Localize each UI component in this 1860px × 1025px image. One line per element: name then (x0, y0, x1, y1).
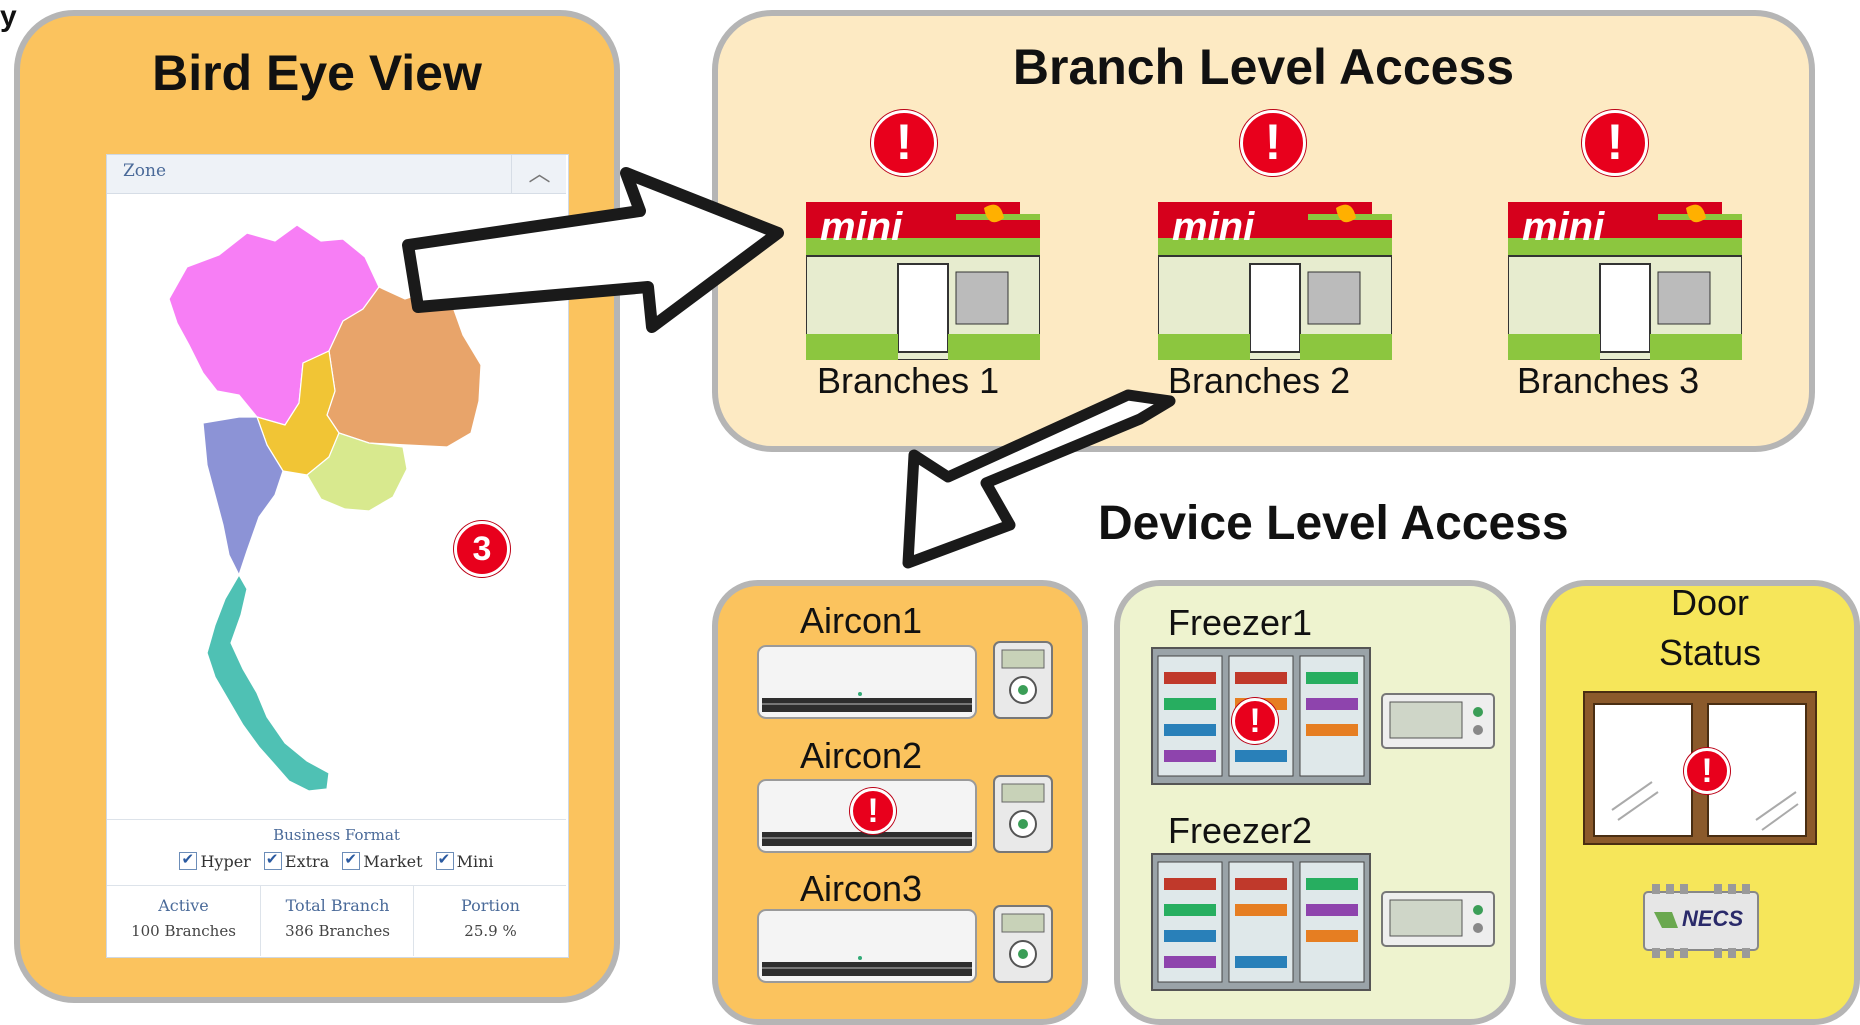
zone-label: Zone (123, 161, 167, 181)
zone-map-widget: Zone ︿ 3 Business Format Hyper Extra Mar… (106, 154, 569, 958)
thailand-zone-map (168, 224, 482, 792)
format-checkbox-market[interactable]: Market (342, 850, 423, 871)
store-front-icon (1157, 202, 1393, 361)
branch-stats-section: Active 100 Branches Total Branch 386 Bra… (107, 885, 566, 956)
store-sign-text: mini (1172, 205, 1255, 249)
zone-west (202, 416, 284, 577)
aircon-3-label: Aircon3 (800, 868, 923, 909)
aircon-3-remote-icon[interactable] (992, 904, 1054, 984)
stat-total-branch: Total Branch 386 Branches (260, 886, 414, 956)
stat-label: Active (158, 896, 209, 915)
aircon-1-unit-icon[interactable] (756, 642, 978, 724)
branch-store-2[interactable] (1157, 184, 1393, 365)
freezer-1-alert-icon[interactable]: ! (1232, 698, 1278, 744)
bird-eye-view-panel: Bird Eye View Zone ︿ 3 Business Format H… (14, 10, 620, 1003)
stat-value: 386 Branches (285, 922, 390, 940)
necs-brand-text: NECS (1682, 906, 1744, 931)
checkbox-checked-icon[interactable] (435, 850, 454, 870)
aircon-3-unit-icon[interactable] (756, 906, 978, 988)
store-sign-text: mini (1522, 205, 1605, 249)
aircon-1-label: Aircon1 (800, 600, 923, 641)
format-label: Extra (284, 852, 330, 871)
arrow-zone-to-branch-icon (402, 167, 784, 333)
door-label-line2: Status (1658, 632, 1762, 673)
branch-store-1[interactable] (805, 184, 1041, 365)
business-format-section: Business Format Hyper Extra Market Mini (107, 819, 566, 884)
business-format-title: Business Format (273, 826, 400, 844)
freezer-2-label: Freezer2 (1168, 810, 1313, 851)
necs-controller-icon[interactable] (1642, 882, 1760, 960)
freezer-1-controller-icon[interactable] (1380, 692, 1496, 750)
stat-label: Total Branch (285, 896, 390, 915)
arrow-branch-to-device-icon (902, 389, 1176, 569)
branch-2-alert-icon[interactable]: ! (1240, 110, 1306, 176)
door-label-line1: Door (1670, 582, 1750, 623)
freezer-2-unit-icon[interactable] (1150, 852, 1372, 992)
collapse-chevron-up-icon[interactable]: ︿ (511, 155, 567, 193)
zone-south (206, 573, 330, 792)
store-front-icon (805, 202, 1041, 361)
zone-east (306, 432, 408, 512)
stat-value: 100 Branches (131, 922, 236, 940)
zone-header: Zone ︿ (107, 155, 566, 194)
store-sign-text: mini (820, 205, 903, 249)
stat-label: Portion (461, 896, 520, 915)
cut-off-letter: y (0, 0, 17, 33)
freezer-1-label: Freezer1 (1168, 602, 1313, 643)
format-label: Hyper (200, 852, 251, 871)
branch-3-label: Branches 3 (1517, 360, 1700, 401)
business-format-options: Hyper Extra Market Mini (107, 850, 566, 871)
door-alert-icon[interactable]: ! (1684, 748, 1730, 794)
store-front-icon (1507, 202, 1743, 361)
device-level-access-title: Device Level Access (1098, 497, 1569, 550)
format-label: Mini (456, 852, 494, 871)
branch-store-3[interactable] (1507, 184, 1743, 365)
aircon-1-remote-icon[interactable] (992, 640, 1054, 720)
stat-value: 25.9 % (464, 922, 517, 940)
format-checkbox-extra[interactable]: Extra (263, 850, 330, 871)
checkbox-checked-icon[interactable] (342, 850, 361, 870)
freezer-2-controller-icon[interactable] (1380, 890, 1496, 948)
bird-eye-view-title: Bird Eye View (152, 45, 482, 101)
aircon-2-label: Aircon2 (800, 735, 923, 776)
aircon-2-remote-icon[interactable] (992, 774, 1054, 854)
branch-1-alert-icon[interactable]: ! (871, 110, 937, 176)
format-checkbox-mini[interactable]: Mini (435, 850, 494, 871)
branch-level-access-title: Branch Level Access (1012, 39, 1515, 95)
zone-count-badge[interactable]: 3 (454, 521, 510, 577)
stat-portion: Portion 25.9 % (413, 886, 567, 956)
stat-active: Active 100 Branches (107, 886, 260, 956)
format-checkbox-hyper[interactable]: Hyper (179, 850, 251, 871)
checkbox-checked-icon[interactable] (179, 850, 198, 870)
branch-1-label: Branches 1 (817, 360, 1000, 401)
format-label: Market (363, 852, 423, 871)
aircon-2-alert-icon[interactable]: ! (850, 788, 896, 834)
branch-2-label: Branches 2 (1168, 360, 1351, 401)
branch-3-alert-icon[interactable]: ! (1582, 110, 1648, 176)
checkbox-checked-icon[interactable] (263, 850, 282, 870)
